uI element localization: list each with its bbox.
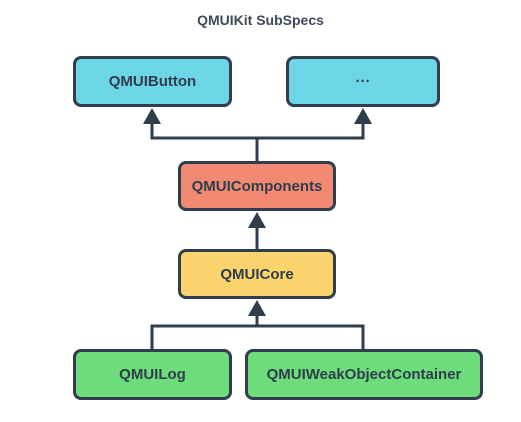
arrowhead-core <box>248 300 266 316</box>
node-label: QMUICore <box>220 265 294 283</box>
node-label: QMUILog <box>119 366 186 383</box>
arrowhead-components <box>248 212 266 228</box>
diagram-title: QMUIKit SubSpecs <box>197 12 324 28</box>
arrowhead-more <box>354 108 372 124</box>
arrowhead-button <box>143 108 161 124</box>
node-more: ··· <box>286 56 440 107</box>
node-label: ··· <box>355 73 371 90</box>
node-label: QMUIComponents <box>191 177 323 195</box>
node-label: QMUIWeakObjectContainer <box>266 366 462 383</box>
node-label: QMUIButton <box>108 73 197 90</box>
node-qmuicore: QMUICore <box>178 249 336 299</box>
node-qmuiweakobjectcontainer: QMUIWeakObjectContainer <box>245 349 483 400</box>
node-qmuicomponents: QMUIComponents <box>178 161 336 211</box>
node-qmuibutton: QMUIButton <box>73 56 232 107</box>
node-qmuilog: QMUILog <box>73 349 232 400</box>
